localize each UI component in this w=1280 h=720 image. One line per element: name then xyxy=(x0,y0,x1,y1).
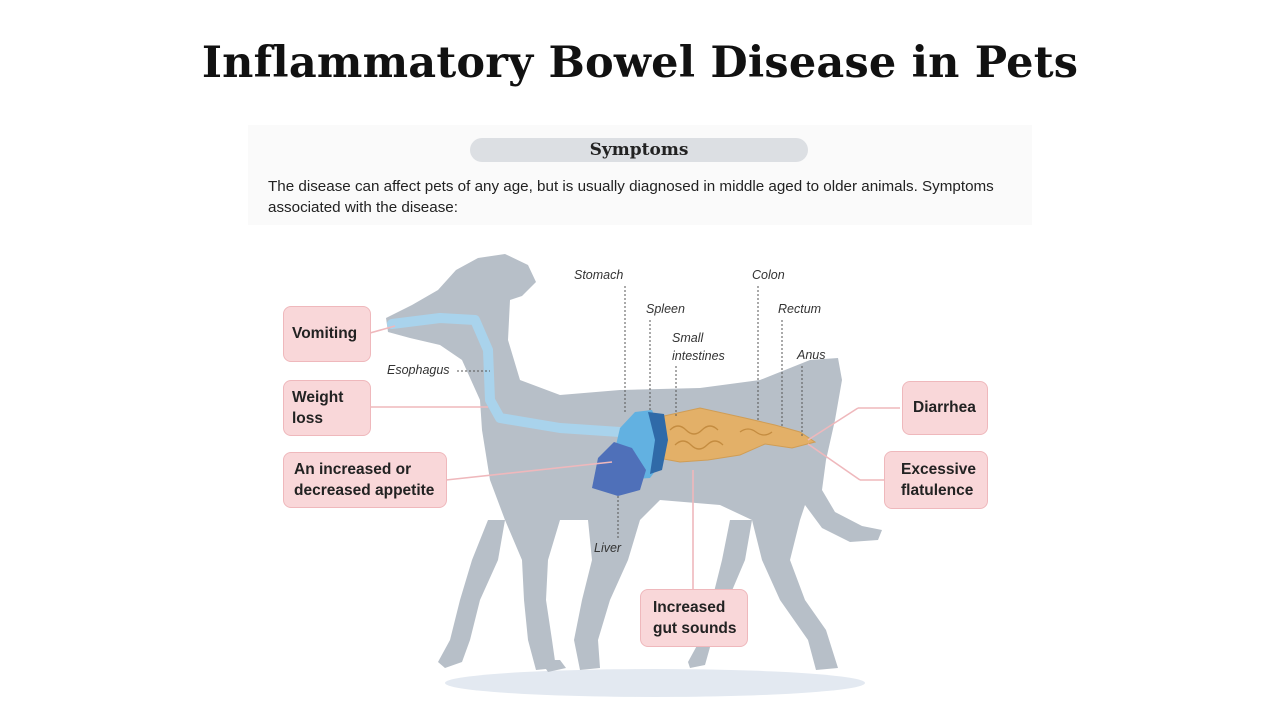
label-liver: Liver xyxy=(594,541,622,555)
symptom-gut-sounds: Increased gut sounds xyxy=(640,589,748,647)
symptom-vomiting: Vomiting xyxy=(283,306,371,362)
spleen-shape xyxy=(648,412,668,474)
symptom-weight-loss: Weight loss xyxy=(283,380,371,436)
organ-leaders xyxy=(457,286,803,540)
symptom-diarrhea: Diarrhea xyxy=(902,381,988,435)
ground-shadow xyxy=(445,669,865,697)
label-rectum: Rectum xyxy=(778,302,822,316)
intro-text: The disease can affect pets of any age, … xyxy=(268,178,994,216)
label-stomach: Stomach xyxy=(574,268,624,282)
symptom-appetite: An increased or decreased appetite xyxy=(283,452,447,508)
label-spleen: Spleen xyxy=(646,302,685,316)
label-anus: Anus xyxy=(797,348,826,362)
symptom-connectors xyxy=(369,325,900,590)
symptom-flatulence: Excessive flatulence xyxy=(884,451,988,509)
page-title: Inflammatory Bowel Disease in Pets xyxy=(201,38,1079,88)
label-small-intestines: Small intestines xyxy=(672,331,725,363)
esophagus-tube xyxy=(387,313,625,437)
label-esophagus: Esophagus xyxy=(387,363,450,377)
intestine-folds xyxy=(669,425,773,450)
symptoms-heading: Symptoms xyxy=(470,138,808,162)
liver-shape xyxy=(592,442,646,496)
label-colon: Colon xyxy=(752,268,785,282)
